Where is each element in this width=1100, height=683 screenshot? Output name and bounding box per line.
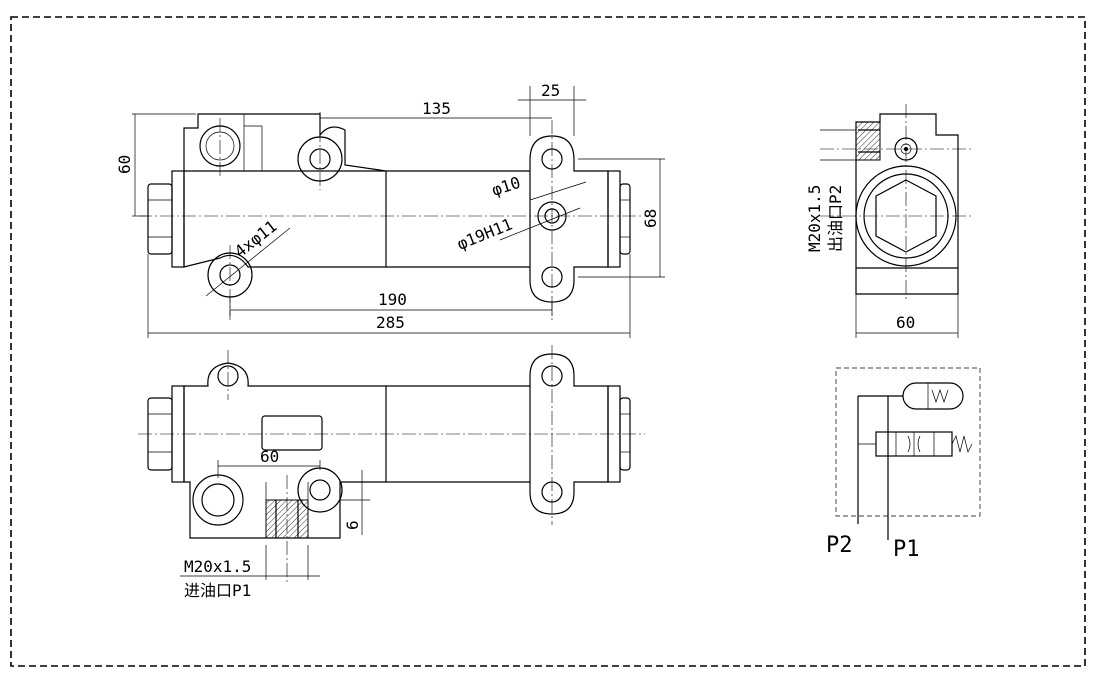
dim-60-vertical: 60 — [115, 155, 134, 174]
schematic-p2: P2 — [826, 533, 853, 558]
outlet-thread-label: M20x1.5 — [805, 185, 824, 252]
dim-68: 68 — [641, 209, 660, 228]
inlet-port-label: 进油口P1 — [184, 581, 251, 600]
side-view — [820, 104, 972, 338]
inlet-thread-label: M20x1.5 — [184, 557, 251, 576]
outlet-port-label: 出油口P2 — [826, 185, 845, 252]
dim-135: 135 — [422, 99, 451, 118]
schematic-p1: P1 — [893, 537, 920, 562]
dim-phi10: φ10 — [489, 173, 522, 200]
dim-190: 190 — [378, 290, 407, 309]
dim-285: 285 — [376, 313, 405, 332]
hydraulic-schematic — [835, 367, 981, 540]
top-view — [132, 86, 665, 338]
dim-4x-phi11: 4xφ11 — [231, 217, 281, 262]
front-dim-6: 6 — [343, 520, 362, 530]
dim-phi19h11: φ19H11 — [454, 214, 515, 253]
drawing-border — [10, 16, 1086, 667]
front-view — [138, 345, 645, 585]
front-dim-60: 60 — [260, 447, 279, 466]
side-dim-60: 60 — [896, 313, 915, 332]
dim-25: 25 — [541, 81, 560, 100]
